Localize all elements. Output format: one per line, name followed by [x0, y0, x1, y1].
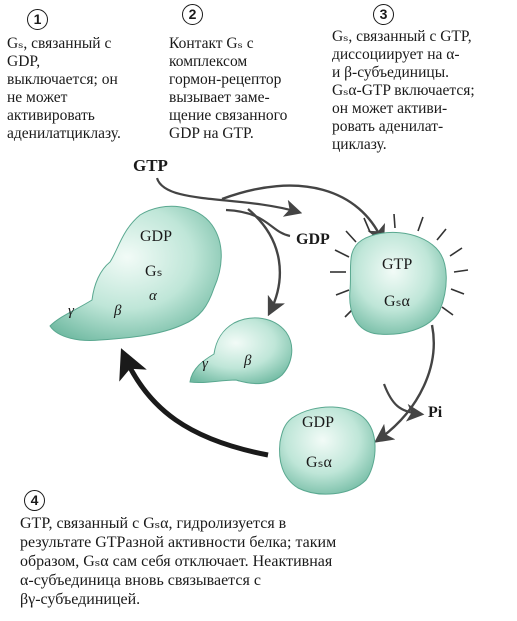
beta-gamma-dimer-shape — [189, 317, 293, 385]
gdp-released-label: GDP — [296, 231, 330, 248]
step-4-number: 4 — [24, 490, 45, 511]
step-3-number: 3 — [373, 4, 394, 25]
step-1-number: 1 — [27, 9, 48, 30]
arrow-gtp-input — [155, 177, 303, 217]
step-2-caption: Контакт Gₛ с комплексом гормон-рецептор … — [169, 35, 288, 142]
arrow-pi-release — [382, 383, 425, 422]
arrow-reassociation — [119, 348, 269, 458]
complex-beta-label: β — [114, 303, 122, 319]
complex-alpha-label: α — [149, 288, 157, 304]
complex-gs-label: Gₛ — [145, 263, 163, 280]
step-1-caption: Gₛ, связанный с GDP, выключается; он не … — [7, 35, 121, 142]
arrow-active-to-inactive — [374, 324, 435, 443]
complex-gdp-label: GDP — [140, 228, 173, 245]
gs-complex-shape — [49, 205, 222, 341]
active-gtp-label: GTP — [382, 256, 413, 273]
step-2-number: 2 — [182, 4, 203, 25]
arrow-cycle-to-active — [221, 184, 385, 245]
pi-released-label: Pi — [428, 404, 443, 421]
free-beta-label: β — [244, 353, 252, 369]
complex-gamma-label: γ — [68, 303, 74, 319]
activation-rays — [330, 213, 469, 318]
step-4-caption: GTP, связанный с Gₛα, гидролизуется в ре… — [20, 515, 337, 608]
active-gsa-label: Gₛα — [384, 293, 410, 310]
gs-alpha-inactive-shape — [279, 406, 376, 495]
step-3-caption: Gₛ, связанный с GTP, диссоциирует на α- … — [332, 28, 475, 153]
inactive-gdp-label: GDP — [302, 414, 335, 431]
free-gamma-label: γ — [202, 356, 208, 372]
gs-alpha-active-shape — [349, 231, 447, 335]
arrow-gdp-release — [225, 208, 291, 238]
gtp-input-label: GTP — [133, 156, 168, 175]
inactive-gsa-label: Gₛα — [306, 454, 332, 471]
arrow-dissociation-beta-gamma — [247, 208, 286, 317]
